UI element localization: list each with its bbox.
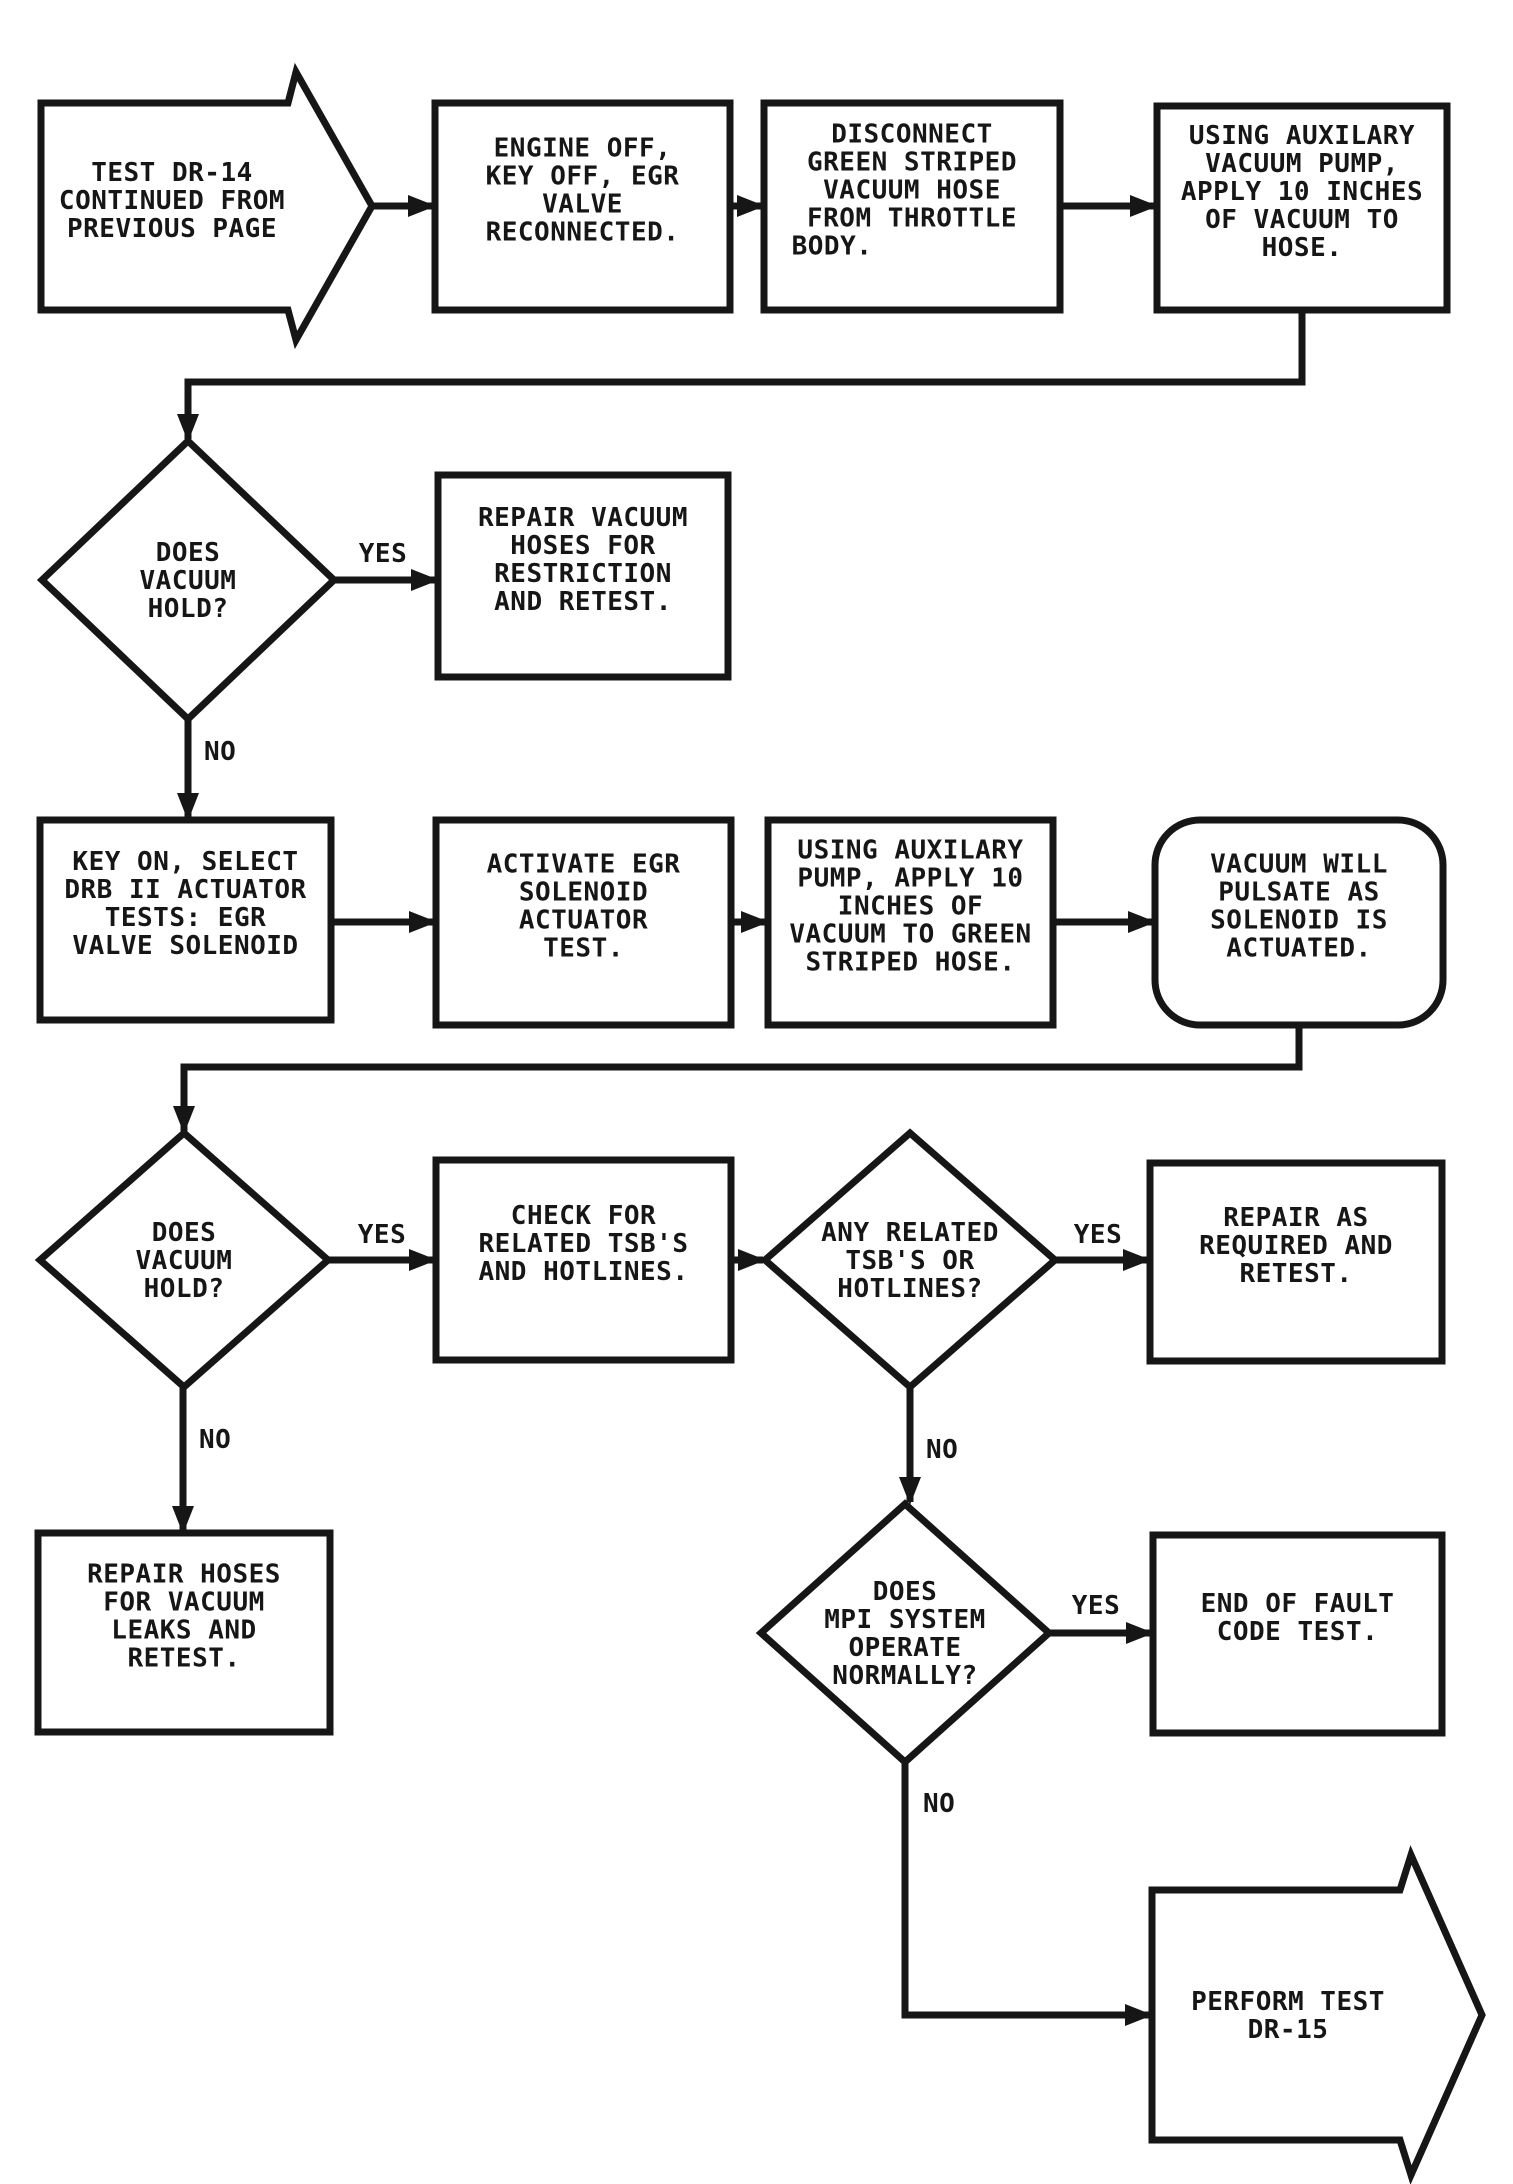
process-repair-leaks-shape: [34, 1529, 334, 1736]
edge-decision2-yes: YES: [328, 1220, 437, 1271]
edge-decision2-no: NO: [172, 1387, 231, 1534]
edge-pulsate-to-decision2: [173, 1025, 1303, 1134]
edge-decision4-no: NO: [901, 1762, 1153, 2026]
process-check-tsb-shape: [432, 1156, 735, 1364]
edge-decision1-no: NO: [177, 719, 236, 821]
process-repair-restriction-shape: [434, 471, 732, 681]
edge-decision1-yes: YES: [334, 539, 439, 591]
edge-decision3-yes: YES: [1055, 1220, 1151, 1271]
edge-decision2-no-label: NO: [199, 1425, 231, 1455]
process-disconnect-hose-shape: [760, 99, 1064, 314]
edge-decision3-no-label: NO: [926, 1435, 958, 1465]
edge-apply-to-decision1: [177, 308, 1306, 442]
edge-decision4-yes-label: YES: [1072, 1591, 1120, 1621]
decision-does-vacuum-hold-2-shape: [34, 1128, 334, 1392]
edge-decision3-no: NO: [899, 1387, 958, 1505]
edge-decision3-yes-label: YES: [1074, 1220, 1122, 1250]
edge-decision1-no-label: NO: [204, 737, 236, 767]
process-apply-vacuum-hose-shape: [1153, 102, 1451, 314]
edge-decision1-yes-label: YES: [359, 539, 407, 569]
offpage-test-dr14-shape: [37, 62, 377, 350]
process-repair-as-required-shape: [1146, 1159, 1446, 1365]
process-end-fault-test-shape: [1149, 1531, 1446, 1737]
decision-any-tsb-shape: [759, 1128, 1061, 1392]
process-activate-egr-test-shape: [432, 816, 735, 1029]
process-key-on-drb-shape: [36, 816, 335, 1024]
offpage-perform-dr15-shape: [1148, 1845, 1486, 2184]
edge-decision4-no-label: NO: [923, 1789, 955, 1819]
decision-mpi-normal-shape: [755, 1499, 1055, 1767]
edge-decision4-yes: YES: [1050, 1591, 1154, 1644]
edge-decision2-yes-label: YES: [358, 1220, 406, 1250]
process-apply-vacuum-green-shape: [764, 816, 1057, 1029]
decision-does-vacuum-hold-1-shape: [36, 436, 340, 724]
connector-lines: YES NO YES YES NO NO YES NO: [172, 195, 1306, 2026]
terminal-vacuum-pulsate-shape: [1151, 816, 1447, 1029]
process-engine-off-shape: [431, 99, 734, 314]
